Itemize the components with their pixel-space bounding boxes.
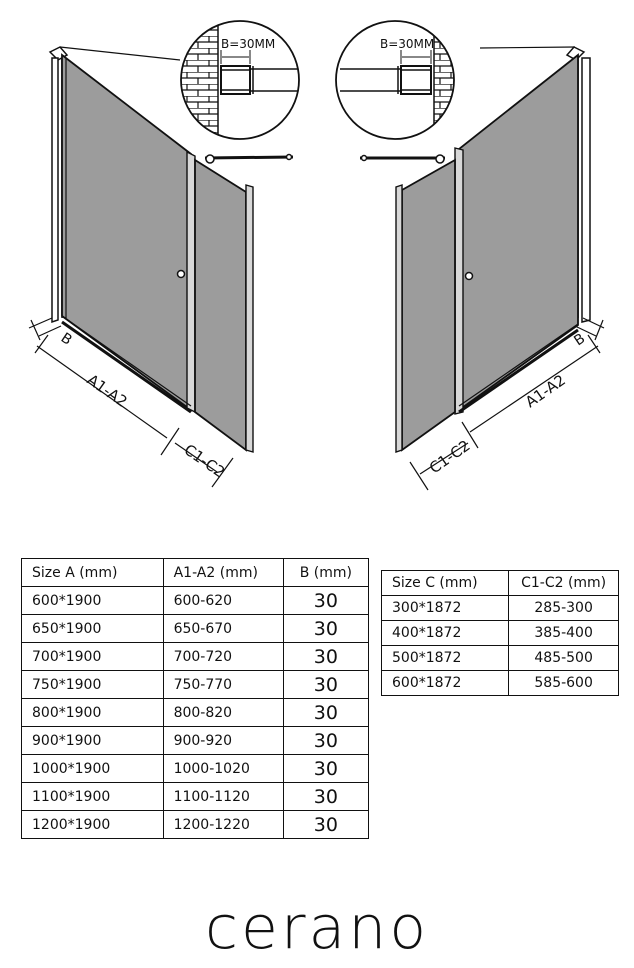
table-cell: 30	[282, 782, 370, 811]
left-side-panel	[194, 158, 247, 452]
right-label-b: B	[571, 331, 588, 350]
left-door-handle-icon	[176, 269, 186, 279]
table-header-row: Size C (mm) C1-C2 (mm)	[380, 570, 619, 596]
table-cell: 700-720	[162, 642, 284, 671]
right-label-a1a2: A1-A2	[522, 371, 569, 411]
right-door-drawing: B A1-A2 C1-C2 B=30MM	[335, 20, 605, 491]
left-support-bar	[204, 153, 294, 164]
table-header-cell: Size C (mm)	[380, 570, 510, 596]
table-cell: 1200*1900	[21, 810, 164, 839]
table-cell: 1100-1120	[162, 782, 284, 811]
table-cell: 1200-1220	[162, 810, 284, 839]
table-cell: 650*1900	[21, 614, 164, 643]
table-cell: 650-670	[162, 614, 284, 643]
table-cell: 30	[282, 726, 370, 755]
table-cell: 700*1900	[21, 642, 164, 671]
table-cell: 900-920	[162, 726, 284, 755]
right-support-bar	[360, 154, 445, 164]
installation-diagram: B A1-A2 C1-C2 B=30MM	[28, 20, 605, 491]
table-cell: 1000-1020	[162, 754, 284, 783]
left-label-c1c2: C1-C2	[181, 441, 229, 482]
left-detail-label: B=30MM	[221, 37, 275, 51]
table-cell: 800-820	[162, 698, 284, 727]
right-detail-label: B=30MM	[380, 37, 434, 51]
table-cell: 900*1900	[21, 726, 164, 755]
table-cell: 1000*1900	[21, 754, 164, 783]
brand-logo: cerano	[204, 893, 430, 963]
table-cell: 800*1900	[21, 698, 164, 727]
table-cell: 600*1900	[21, 586, 164, 615]
left-door-drawing: B A1-A2 C1-C2 B=30MM	[28, 20, 300, 488]
table-cell: 600-620	[162, 586, 284, 615]
table-cell: 585-600	[508, 670, 619, 696]
table-cell: 30	[282, 754, 370, 783]
table-header-cell: Size A (mm)	[21, 558, 164, 587]
left-label-a1a2: A1-A2	[84, 371, 131, 411]
right-label-c1c2: C1-C2	[426, 436, 474, 477]
table-cell: 30	[282, 614, 370, 643]
table-cell: 385-400	[508, 620, 619, 646]
right-detail-bubble: B=30MM	[335, 20, 455, 140]
table-header-row: Size A (mm) A1-A2 (mm) B (mm)	[21, 558, 370, 587]
table-cell: 500*1872	[380, 645, 510, 671]
table-cell: 1100*1900	[21, 782, 164, 811]
table-cell: 30	[282, 810, 370, 839]
table-cell: 300*1872	[380, 595, 510, 621]
right-door-handle-icon	[464, 271, 474, 281]
table-header-cell: A1-A2 (mm)	[162, 558, 284, 587]
table-cell: 750-770	[162, 670, 284, 699]
right-door-panel	[458, 53, 579, 412]
left-detail-bubble: B=30MM	[180, 20, 300, 140]
table-cell: 285-300	[508, 595, 619, 621]
table-cell: 750*1900	[21, 670, 164, 699]
table-cell: 30	[282, 586, 370, 615]
table-cell: 30	[282, 670, 370, 699]
table-cell: 600*1872	[380, 670, 510, 696]
table-cell: 30	[282, 698, 370, 727]
right-side-panel	[401, 158, 456, 452]
table-header-cell: B (mm)	[282, 558, 370, 587]
table-header-cell: C1-C2 (mm)	[508, 570, 619, 596]
table-cell: 400*1872	[380, 620, 510, 646]
table-cell: 30	[282, 642, 370, 671]
table-cell: 485-500	[508, 645, 619, 671]
left-door-panel	[61, 53, 192, 412]
left-label-b: B	[58, 330, 75, 349]
